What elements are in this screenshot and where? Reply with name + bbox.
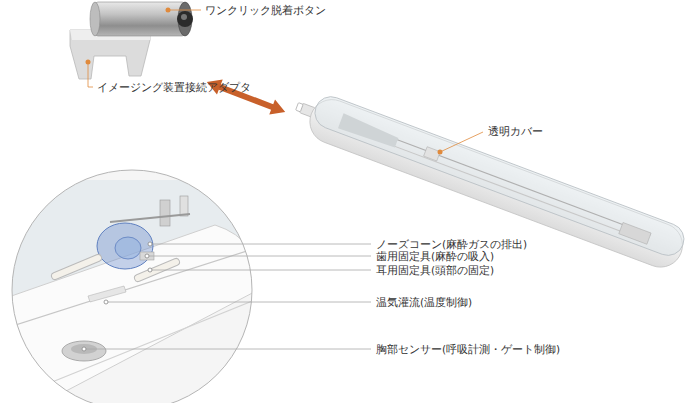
- leader-line: [106, 302, 371, 303]
- button-highlight: [181, 14, 187, 20]
- transparent-cover: [310, 92, 688, 260]
- cover-latch: [424, 147, 441, 161]
- leader-line: [88, 62, 93, 87]
- callout-label: 温気灌流(温度制御): [376, 296, 472, 308]
- connector-cap: [296, 103, 303, 112]
- callout-label: 歯用固定具(麻酔の吸入): [376, 250, 494, 262]
- callout-label: 胸部センサー(呼吸計測・ゲート制御): [376, 343, 560, 355]
- cylinder-end: [90, 2, 100, 36]
- ear-bar: [55, 258, 98, 276]
- leader-dots: [82, 242, 152, 351]
- zoom-circle: [12, 170, 252, 403]
- zoom-base: [0, 225, 258, 403]
- leader-dot: [148, 268, 152, 272]
- leader-dot: [148, 242, 152, 246]
- callout-label: ノーズコーン(麻酔ガスの排出): [376, 238, 527, 250]
- leader-lines: [84, 244, 371, 349]
- leader-line: [150, 270, 371, 271]
- adapter-cylinder: [95, 2, 185, 36]
- callout-label: 耳用固定具(頭部の固定): [376, 264, 494, 276]
- imaging-adapter: [70, 2, 193, 79]
- leader-line: [84, 349, 371, 350]
- post: [180, 196, 188, 216]
- leader-line: [150, 244, 371, 245]
- leader-dot: [145, 254, 149, 258]
- zoom-edge: [20, 300, 255, 395]
- cylinder-face: [178, 2, 192, 36]
- leader-dot: [82, 347, 86, 351]
- leader-line: [440, 132, 483, 152]
- chest-sensor: [62, 341, 106, 361]
- leader-line: [168, 10, 201, 11]
- head-holder: [338, 113, 400, 149]
- imaging-bed: [289, 86, 690, 274]
- adapter-bracket: [70, 30, 150, 79]
- ear-bar-outline: [55, 258, 98, 276]
- leader-dot: [104, 300, 108, 304]
- nose-cone: [97, 223, 153, 269]
- release-button: [177, 11, 193, 27]
- leader-line: [147, 256, 371, 257]
- nose-cone-inner: [115, 237, 141, 259]
- warm-air-vent: [88, 286, 126, 302]
- callout-label: イメージング装置接続アダプタ: [97, 81, 251, 93]
- post: [160, 200, 170, 226]
- bracket-bar: [110, 214, 190, 222]
- callout-label: ワンクリック脱着ボタン: [205, 4, 326, 16]
- callout-label: 透明カバー: [488, 125, 543, 137]
- tail-block: [619, 222, 651, 244]
